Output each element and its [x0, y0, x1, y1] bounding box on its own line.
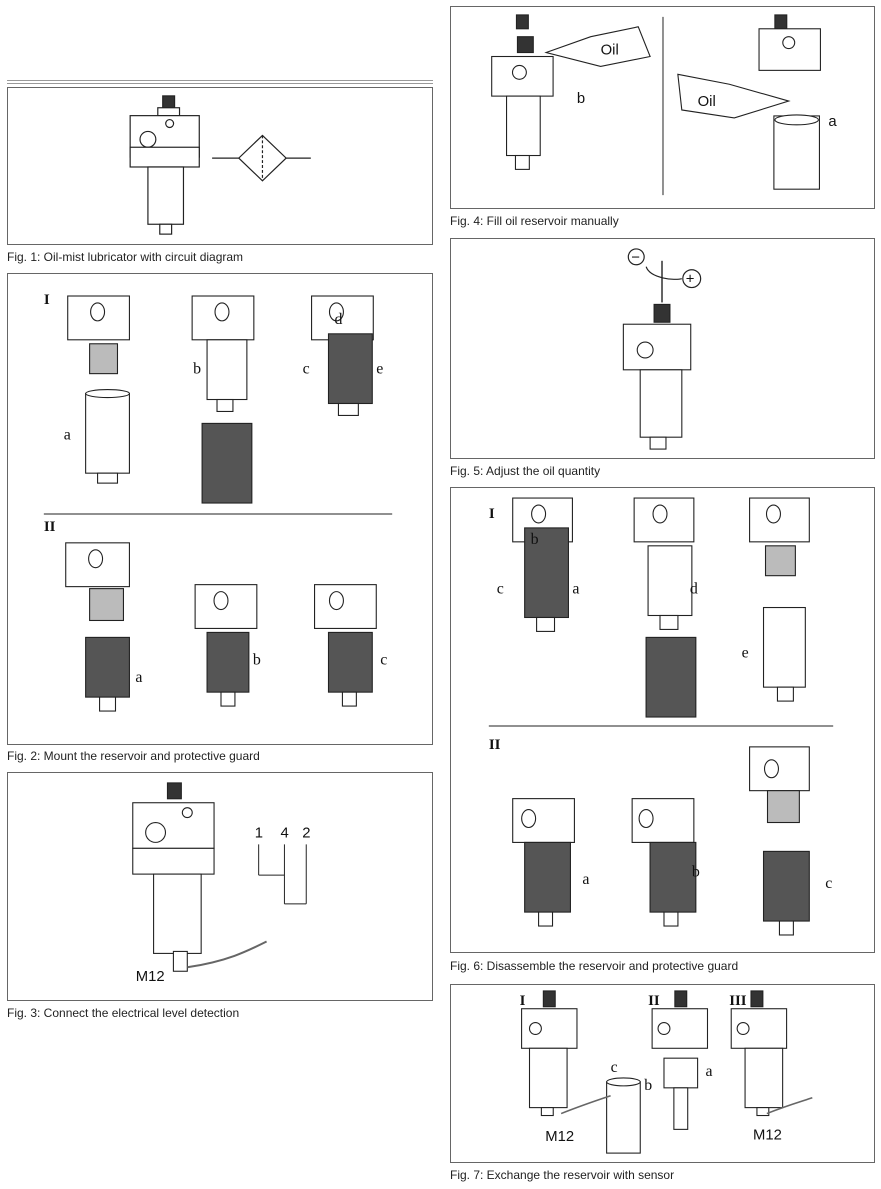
fig7-unit-1	[521, 990, 578, 1117]
fig2-label-e1: e	[376, 361, 383, 378]
fig7-label-a: a	[706, 1063, 713, 1080]
fig6-illustration: I II	[489, 497, 834, 936]
fig2-caption: Fig. 2: Mount the reservoir and protecti…	[7, 749, 260, 763]
figure-1	[7, 87, 433, 245]
fig5-illustration: − +	[622, 248, 702, 450]
fig4-left-unit	[491, 14, 554, 170]
fig2-label-b2: b	[253, 651, 261, 668]
fig7-cable-2	[766, 1096, 813, 1115]
fig7-step-III: III	[729, 993, 747, 1009]
figure-7: I II III c b	[450, 984, 875, 1163]
fig2-label-d1: d	[334, 311, 342, 328]
fig7-unit-3	[730, 990, 788, 1117]
figure-6: I II	[450, 487, 875, 953]
fig7-connector-1: M12	[545, 1129, 574, 1145]
fig5-caption: Fig. 5: Adjust the oil quantity	[450, 464, 601, 478]
fig7-reservoir	[606, 1077, 641, 1154]
fig3-connector-label: M12	[136, 969, 165, 985]
fig6-unit-2	[633, 497, 697, 718]
fig7-label-c: c	[611, 1059, 618, 1076]
fig3-pin-4: 4	[280, 825, 288, 841]
fig2-label-a1: a	[64, 426, 71, 443]
fig6-unit-1	[512, 497, 573, 632]
fig6-unit-6	[749, 746, 810, 936]
fig1-caption: Fig. 1: Oil-mist lubricator with circuit…	[7, 250, 244, 264]
fig4-illustration: Oil b Oil a	[491, 14, 837, 196]
fig2-step-I: I	[44, 292, 50, 308]
fig5-plus-icon	[682, 269, 702, 289]
fig6-label-a1: a	[572, 581, 579, 598]
fig2-unit-4	[65, 542, 130, 712]
fig6-step-I: I	[489, 506, 495, 522]
fig6-label-b2: b	[692, 863, 700, 880]
top-rule-1	[7, 80, 433, 81]
fig6-label-c2: c	[825, 875, 832, 892]
fig2-step-II: II	[44, 519, 56, 535]
fig2-unit-3	[311, 295, 374, 416]
fig7-unit-2	[651, 990, 709, 1130]
fig4-oil-tag-2	[677, 73, 791, 119]
fig2-unit-2	[191, 295, 255, 504]
fig2-unit-5	[194, 584, 258, 707]
fig6-caption: Fig. 6: Disassemble the reservoir and pr…	[450, 959, 739, 973]
fig7-label-b: b	[644, 1077, 652, 1094]
fig2-label-b1: b	[193, 361, 201, 378]
fig6-unit-3	[749, 497, 810, 702]
fig7-step-II: II	[648, 993, 660, 1009]
fig3-cable	[187, 940, 268, 969]
fig2-label-c2: c	[380, 651, 387, 668]
fig3-schematic	[258, 844, 307, 905]
fig7-step-I: I	[520, 993, 526, 1009]
fig7-connector-2: M12	[753, 1127, 782, 1143]
fig6-label-d1: d	[690, 581, 698, 598]
fig6-label-c1: c	[497, 581, 504, 598]
fig7-caption: Fig. 7: Exchange the reservoir with sens…	[450, 1168, 675, 1182]
top-rule-2	[7, 83, 433, 84]
fig3-caption: Fig. 3: Connect the electrical level det…	[7, 1006, 240, 1020]
fig6-unit-5	[631, 798, 697, 927]
fig3-pin-2: 2	[302, 825, 310, 841]
figure-4: Oil b Oil a	[450, 6, 875, 209]
fig2-unit-1	[67, 295, 130, 484]
figure-2: I II	[7, 273, 433, 745]
fig2-unit-6	[314, 584, 377, 707]
fig5-rotation-arrow	[645, 266, 682, 280]
lubricator-unit	[129, 95, 200, 235]
fig5-lubricator	[622, 303, 692, 450]
fig5-minus-icon	[627, 248, 645, 266]
fig4-right-unit	[758, 14, 821, 190]
fig3-illustration: 1 4 2 M12	[132, 782, 311, 985]
fig4-label-b: b	[577, 91, 585, 107]
fig2-label-a2: a	[135, 669, 142, 686]
circuit-symbol	[212, 134, 311, 182]
fig4-caption: Fig. 4: Fill oil reservoir manually	[450, 214, 619, 228]
fig2-illustration: I II	[43, 292, 393, 712]
fig7-illustration: I II III c b	[520, 990, 813, 1154]
fig4-label-a: a	[828, 114, 837, 130]
figure-3: 1 4 2 M12	[7, 772, 433, 1001]
fig4-oil-tag-1-label: Oil	[601, 43, 619, 59]
fig7-cable-1	[560, 1094, 611, 1115]
fig1-illustration	[129, 95, 311, 235]
fig4-oil-tag-2-label: Oil	[698, 94, 716, 110]
fig3-lubricator	[132, 782, 215, 972]
fig5-minus-label: −	[631, 250, 640, 266]
fig6-label-e1: e	[742, 644, 749, 661]
fig3-pin-1: 1	[255, 825, 263, 841]
fig4-oil-tag-1	[544, 26, 651, 67]
fig6-step-II: II	[489, 737, 501, 753]
fig6-label-a2: a	[582, 871, 589, 888]
figure-5: − +	[450, 238, 875, 459]
fig2-label-c1: c	[303, 361, 310, 378]
fig5-plus-label: +	[686, 272, 695, 288]
fig6-label-b1: b	[531, 531, 539, 548]
fig6-unit-4	[512, 798, 575, 927]
